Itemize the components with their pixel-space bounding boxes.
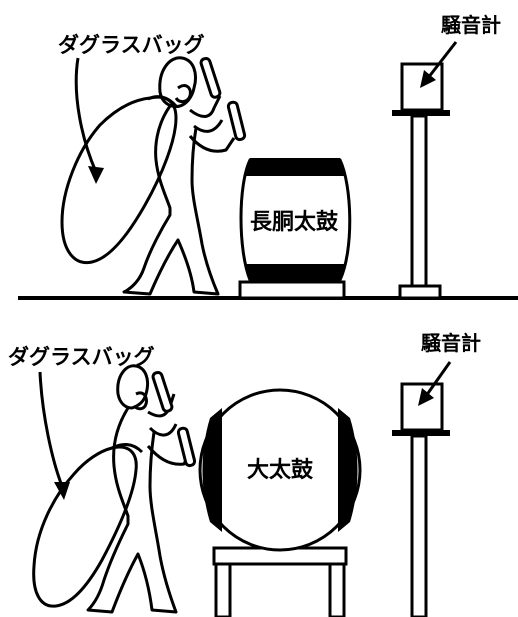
nagado-daiko-drum: 長胴太鼓 bbox=[238, 158, 352, 300]
sound-level-meter-icon bbox=[392, 62, 450, 300]
drumstick-icon bbox=[199, 56, 247, 142]
odaiko-drum: 大太鼓 bbox=[198, 388, 362, 617]
sound-level-meter-icon bbox=[392, 382, 450, 617]
drummer-figure-icon bbox=[122, 56, 236, 296]
drum-label: 長胴太鼓 bbox=[250, 210, 339, 235]
douglas-bag-label: ダグラスバッグ bbox=[58, 33, 205, 57]
panel-bottom: 大太鼓 ダグラスバッグ 騒音計 bbox=[8, 331, 481, 617]
drummer-figure-icon bbox=[86, 364, 192, 614]
sound-meter-label: 騒音計 bbox=[420, 331, 481, 355]
arrow-icon bbox=[418, 361, 452, 406]
panel-top: 長胴太鼓 ダグラスバッグ 騒音計 bbox=[18, 13, 518, 300]
drumstick-icon bbox=[151, 370, 197, 468]
sound-meter-label: 騒音計 bbox=[440, 13, 501, 37]
douglas-bag-label: ダグラスバッグ bbox=[8, 345, 155, 369]
arrow-icon bbox=[38, 371, 70, 500]
arrow-icon bbox=[420, 41, 458, 88]
arrow-icon bbox=[74, 57, 104, 184]
drum-label: 大太鼓 bbox=[247, 458, 314, 483]
